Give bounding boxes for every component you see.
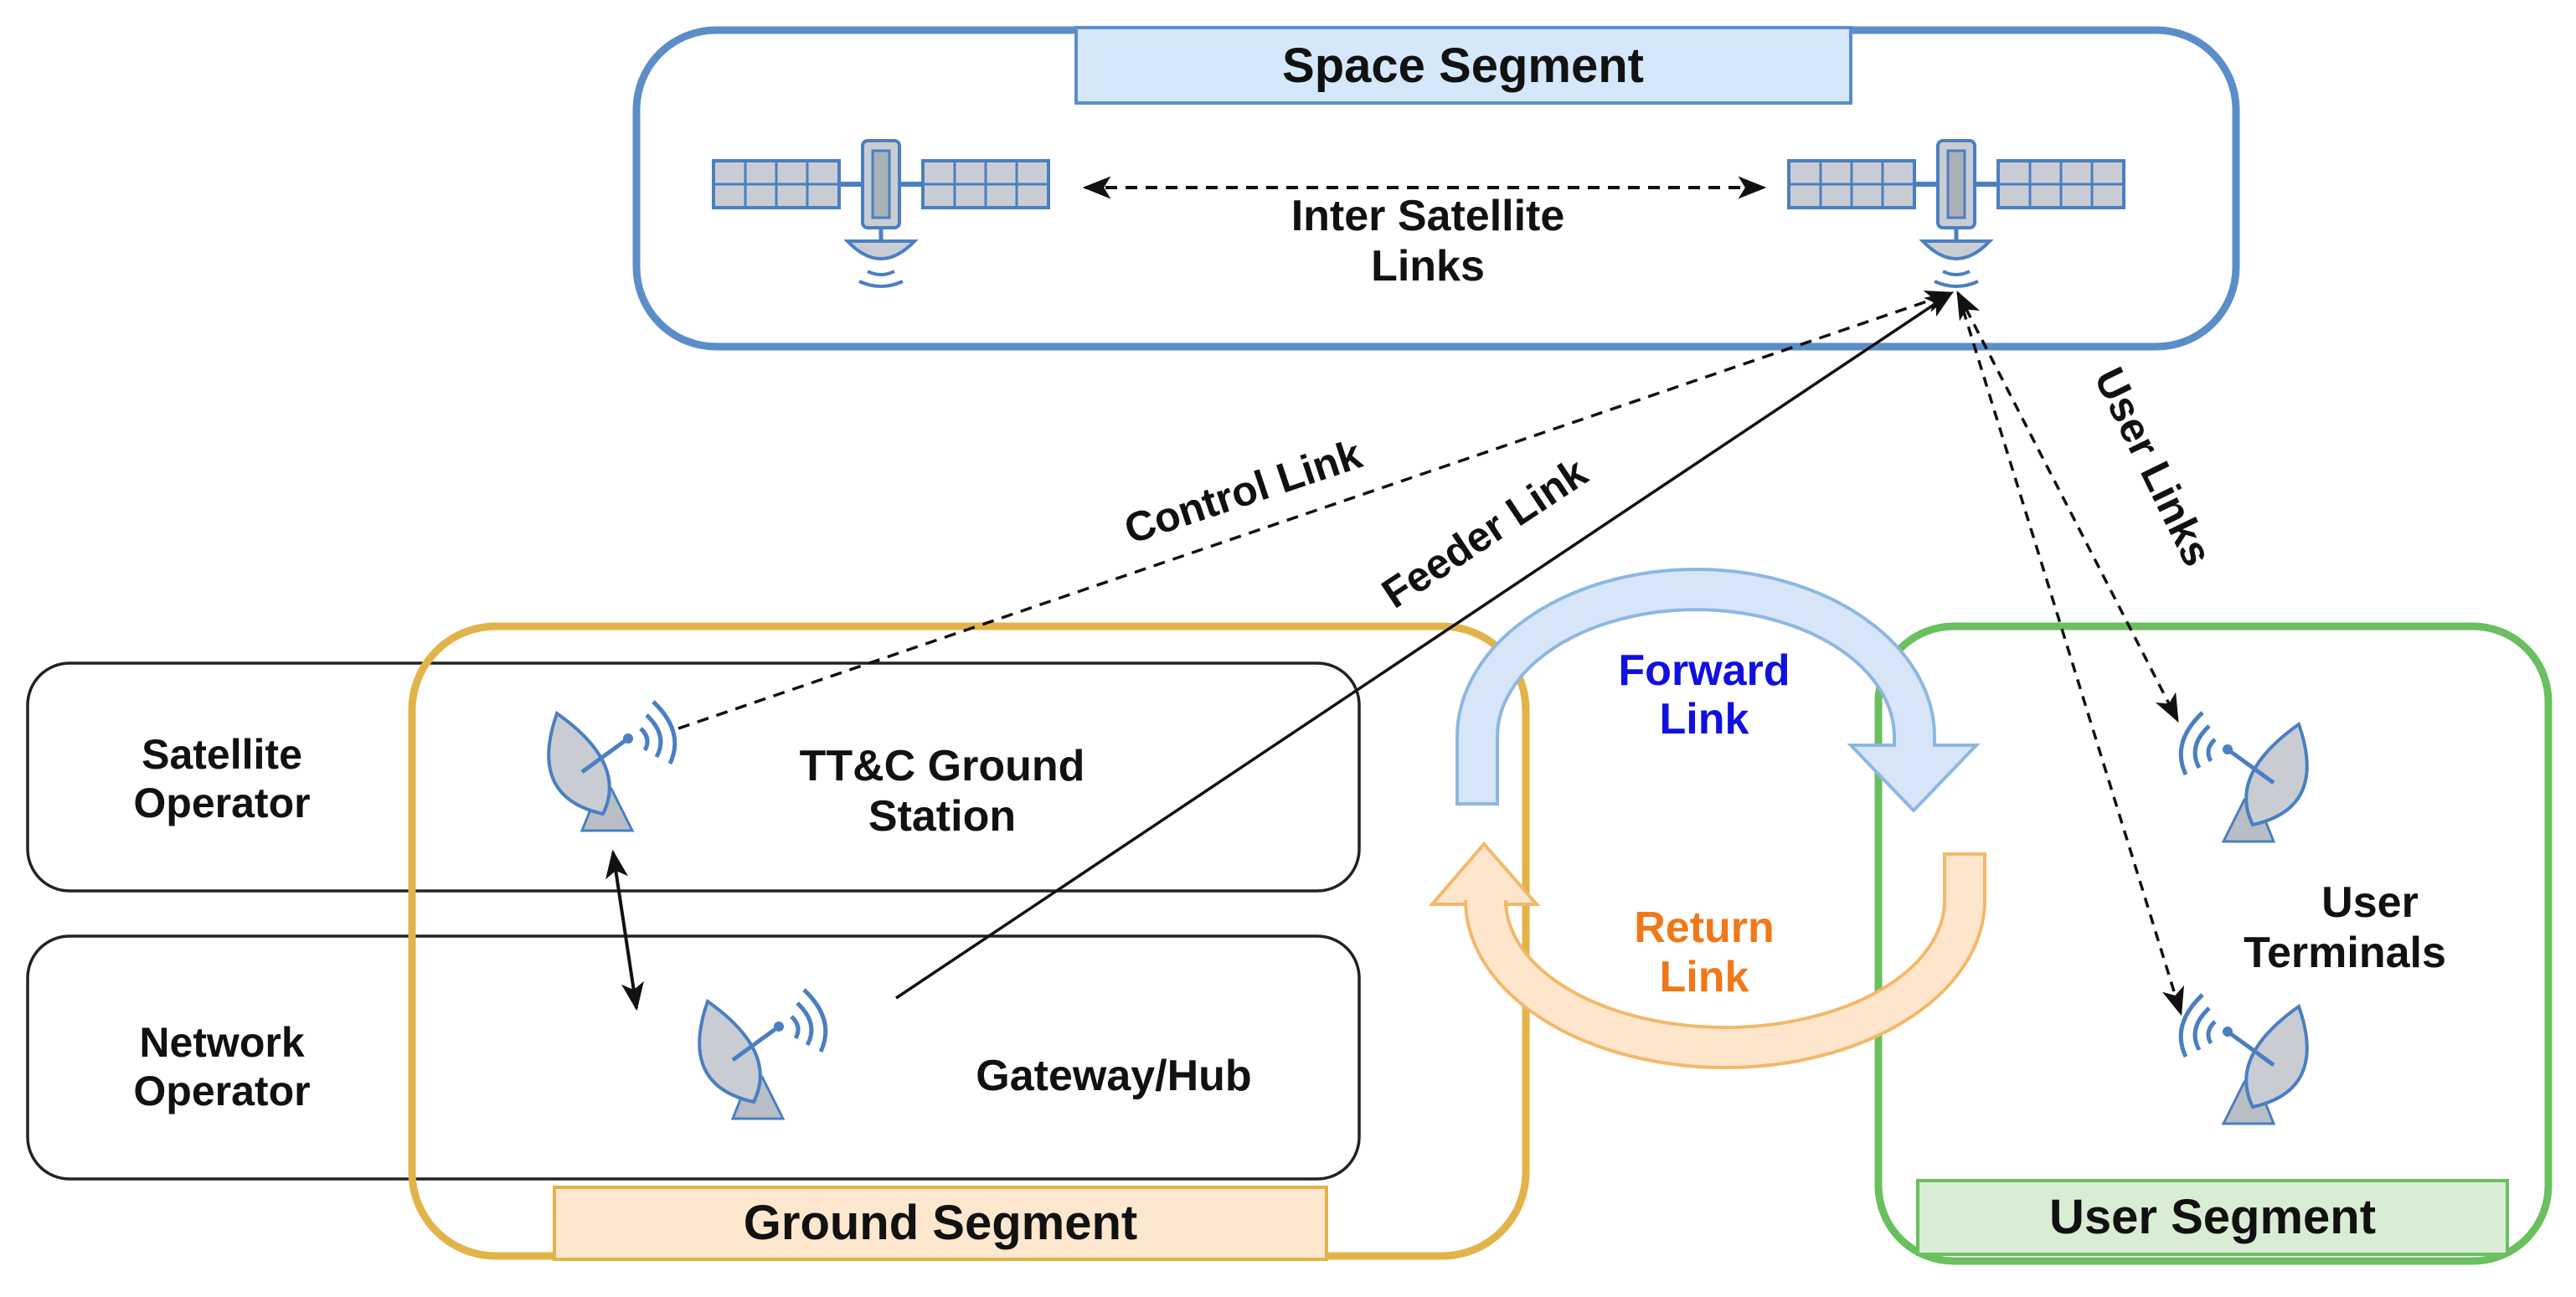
control-link-label: Control Link — [1119, 430, 1368, 553]
forward-link-label-line2: Link — [1660, 695, 1749, 744]
network-operator-label-line2: Operator — [133, 1068, 310, 1114]
return-link-arrow — [1428, 841, 1986, 1069]
satellite-operator-label-line2: Operator — [133, 780, 310, 826]
satellite-operator-box — [26, 661, 1361, 893]
user-segment-header — [1916, 1179, 2509, 1256]
user-terminal-dish-1-icon — [2181, 713, 2307, 842]
ground-segment-header — [553, 1186, 1328, 1261]
user-links-label: User Links — [2085, 360, 2221, 573]
gateway-dish-icon — [699, 990, 826, 1119]
ground-segment-title: Ground Segment — [744, 1196, 1137, 1250]
satellite-left-icon — [714, 141, 1048, 286]
user-terminals-label-line1: User — [2321, 878, 2419, 927]
user-terminals-label-line2: Terminals — [2244, 929, 2446, 977]
satellite-operator-label-line1: Satellite — [142, 731, 302, 778]
user-terminal-dish-2-icon — [2181, 995, 2307, 1124]
inter-satellite-label-line2: Links — [1371, 242, 1485, 291]
return-link-label-line2: Link — [1660, 953, 1749, 1001]
forward-link-arrow — [1455, 568, 1981, 813]
feeder-link-label: Feeder Link — [1373, 448, 1595, 617]
gateway-label: Gateway/Hub — [976, 1052, 1251, 1100]
user-segment: User Segment User Terminals — [1874, 622, 2553, 1265]
satellite-right-icon — [1789, 141, 2124, 286]
user-link-2-line — [1956, 292, 2184, 1016]
forward-return-arrows: Forward Link Return Link — [1428, 568, 1986, 1069]
feeder-link-line — [895, 291, 1954, 1000]
space-segment-header — [1074, 26, 1852, 105]
control-link-line — [677, 291, 1955, 730]
inter-satellite-label-line1: Inter Satellite — [1291, 192, 1565, 240]
space-segment-title: Space Segment — [1282, 39, 1644, 93]
space-segment: Space Segment Inter Satellite Links — [632, 26, 2240, 351]
user-segment-title: User Segment — [2049, 1190, 2376, 1244]
ttc-gateway-link-arrow — [605, 849, 644, 1011]
ttc-station-label-line2: Station — [868, 792, 1016, 841]
return-link-label-line1: Return — [1634, 903, 1775, 952]
user-link-1-line — [1956, 290, 2179, 723]
network-operator-box — [26, 934, 1361, 1181]
network-operator-label-line1: Network — [139, 1019, 304, 1066]
user-segment-box — [1874, 622, 2553, 1265]
forward-link-label-line1: Forward — [1618, 646, 1790, 695]
ttc-station-label-line1: TT&C Ground — [800, 742, 1085, 790]
ground-segment: Ground Segment TT&C Ground Station Gatew… — [408, 622, 1530, 1261]
ttc-dish-icon — [549, 702, 675, 831]
operators: Satellite Operator Network Operator — [26, 661, 1361, 1181]
